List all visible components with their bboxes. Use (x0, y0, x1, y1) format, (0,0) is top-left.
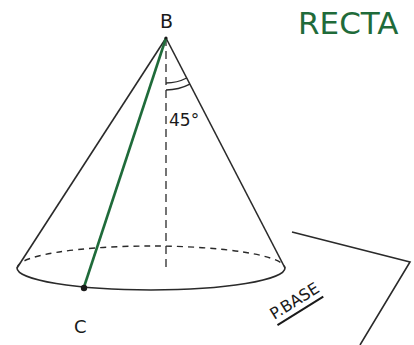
base-front (17, 268, 285, 290)
point-label: C (74, 318, 87, 336)
point-b (164, 36, 167, 39)
left-generatrix (17, 38, 166, 268)
title-label: RECTA (298, 8, 399, 39)
point-c (81, 285, 87, 291)
angle-arc (166, 78, 187, 83)
vertex-label: B (160, 12, 173, 31)
right-generatrix (166, 38, 285, 268)
plane-label: P.BASE (267, 280, 324, 326)
cone-axis (165, 38, 166, 268)
angle-arc (166, 84, 190, 90)
base-back (17, 246, 285, 268)
angle-label: 45° (169, 112, 199, 129)
generatrix-bc (84, 38, 166, 287)
